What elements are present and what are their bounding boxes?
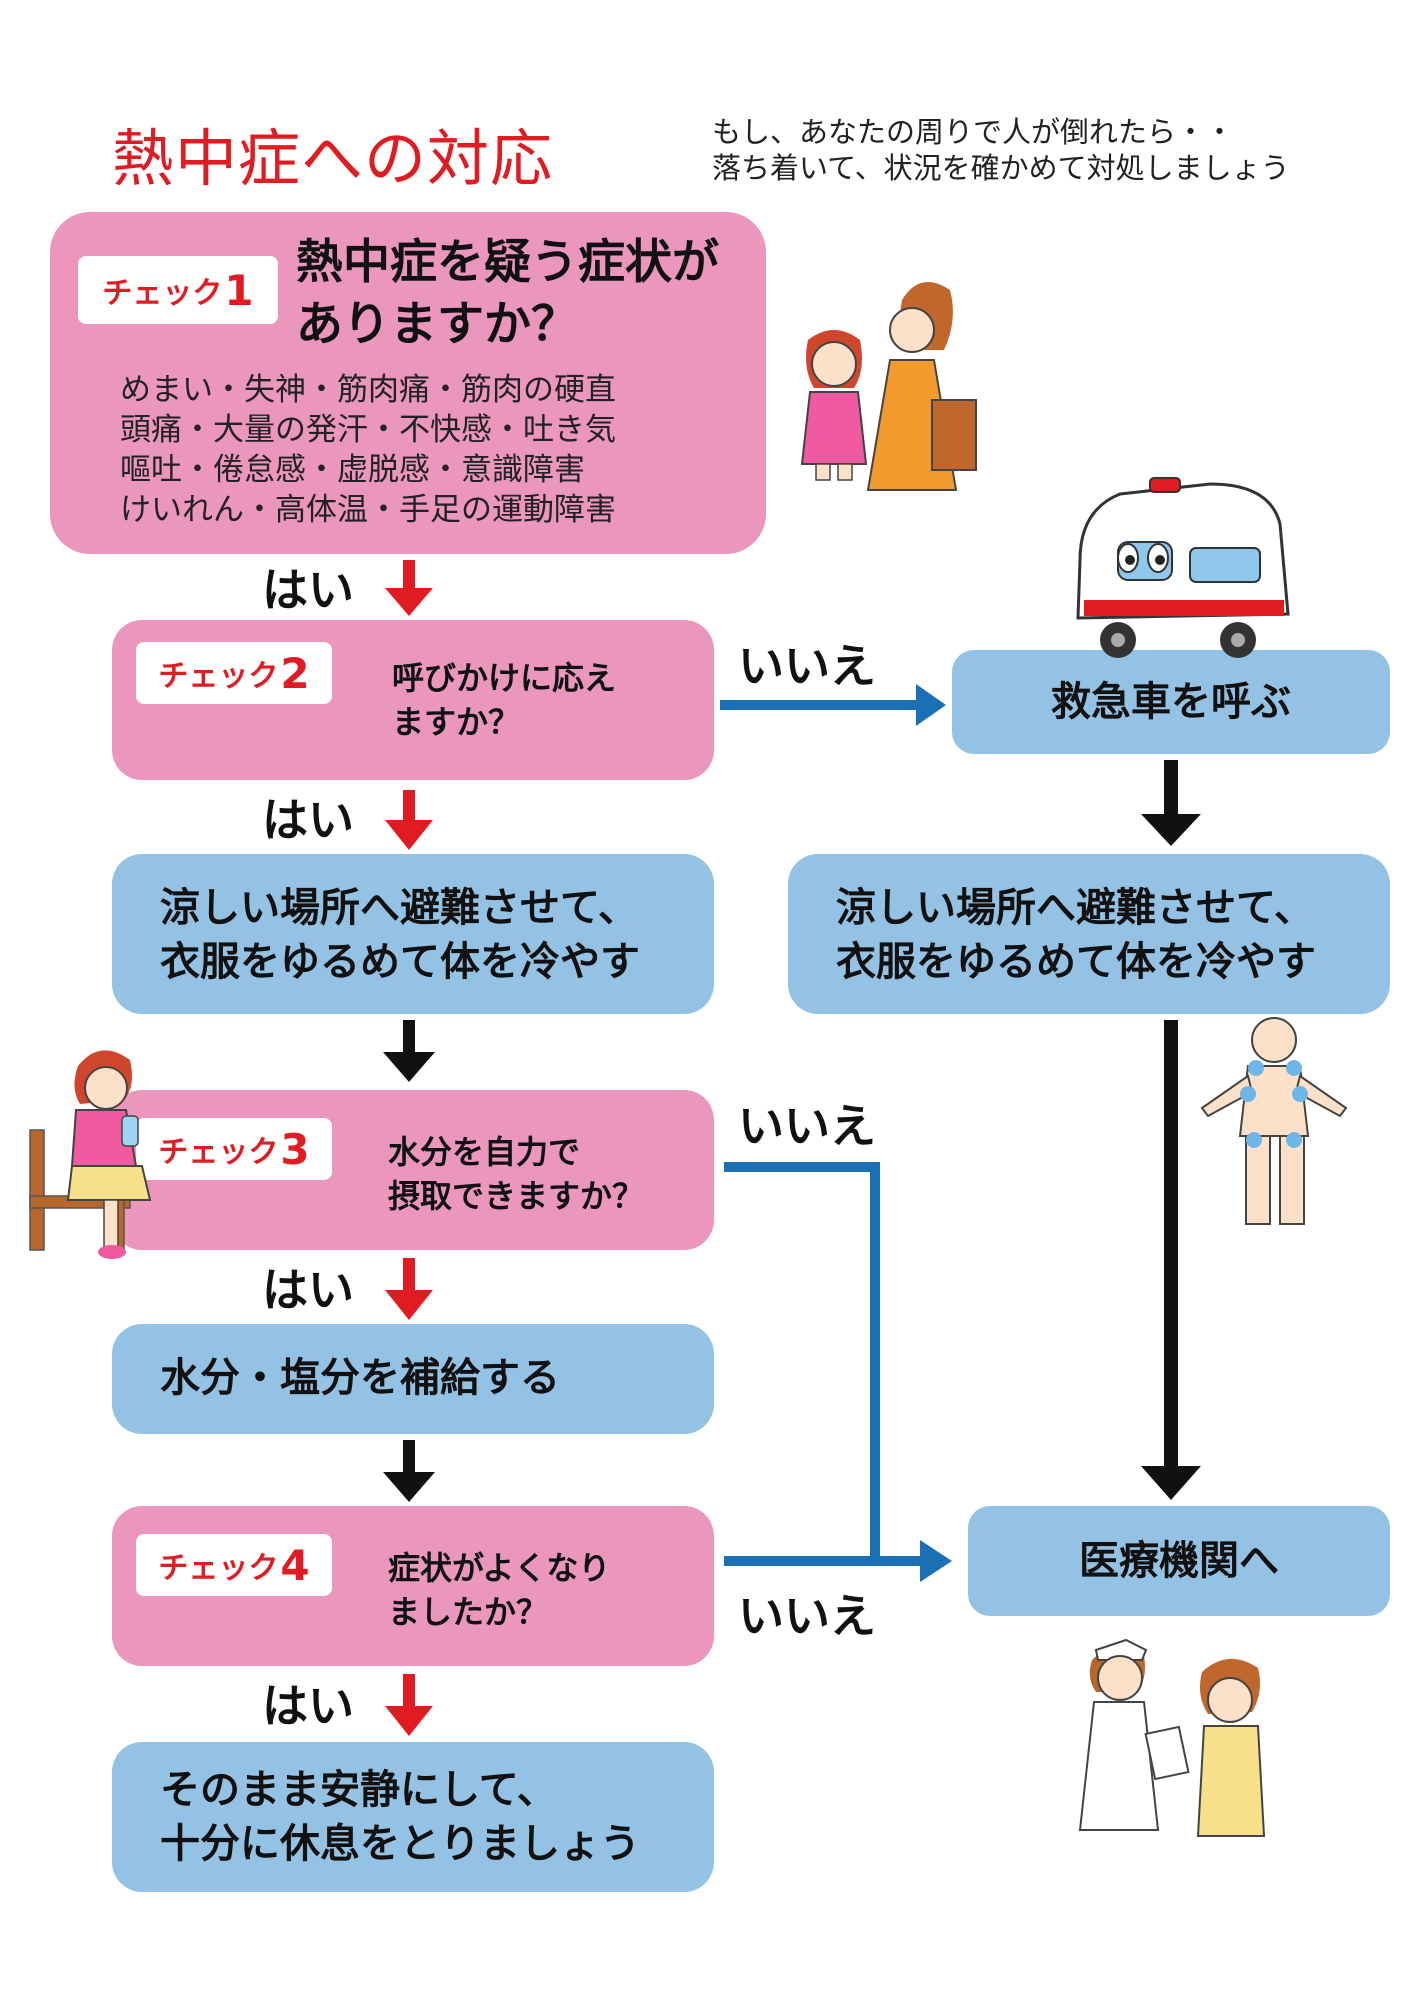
flow-arrow-down	[383, 1440, 435, 1502]
yes-arrow	[385, 790, 433, 850]
check4-question: 症状がよくなり ましたか？	[388, 1549, 611, 1631]
symptom-line: 頭痛・大量の発汗・不快感・吐き気	[120, 412, 616, 448]
cool-down-text: 涼しい場所へ避難させて、 衣服をゆるめて体を冷やす	[160, 885, 640, 985]
no-arrow-path	[724, 1162, 880, 1562]
page-title: 熱中症への対応	[112, 122, 554, 195]
flow-arrow-down	[383, 1020, 435, 1082]
hydrate-box: 水分・塩分を補給する	[112, 1324, 714, 1434]
no-arrow	[720, 684, 946, 726]
intro-line-1: もし、あなたの周りで人が倒れたら・・	[712, 115, 1235, 149]
hospital-text: 医療機関へ	[1079, 1538, 1279, 1584]
girl-drinking-icon	[29, 1050, 152, 1259]
rest-box: そのまま安静にして、 十分に休息をとりましょう	[112, 1742, 714, 1892]
ambulance-mascot-icon	[1076, 477, 1290, 658]
hydrate-text: 水分・塩分を補給する	[160, 1355, 560, 1401]
no-arrow	[724, 1540, 952, 1582]
symptom-line: けいれん・高体温・手足の運動障害	[120, 492, 616, 528]
symptom-line: 嘔吐・倦怠感・虚脱感・意識障害	[120, 452, 585, 488]
intro-line-2: 落ち着いて、状況を確かめて対処しましょう	[712, 151, 1290, 185]
flow-arrow-down	[1141, 760, 1201, 846]
no-label: いいえ	[738, 639, 876, 693]
no-label: いいえ	[738, 1099, 876, 1153]
yes-label: はい	[262, 563, 354, 617]
no-label: いいえ	[738, 1589, 876, 1643]
symptom-line: めまい・失神・筋肉痛・筋肉の硬直	[120, 372, 616, 408]
hospital-box: 医療機関へ	[968, 1506, 1390, 1616]
body-cooling-points-icon	[1200, 1017, 1348, 1225]
check1-question: 熱中症を疑う症状が ありますか？	[296, 235, 719, 352]
check3-question: 水分を自力で 摂取できますか？	[388, 1133, 645, 1215]
yes-arrow	[385, 1674, 433, 1736]
nurse-and-patient-icon	[1078, 1638, 1266, 1837]
ambulance-text: 救急車を呼ぶ	[1051, 679, 1291, 725]
rest-text: そのまま安静にして、 十分に休息をとりましょう	[160, 1767, 640, 1867]
yes-label: はい	[262, 1263, 354, 1317]
cool-down-box: 涼しい場所へ避難させて、 衣服をゆるめて体を冷やす	[112, 854, 714, 1014]
cool-down-right-text: 涼しい場所へ避難させて、 衣服をゆるめて体を冷やす	[836, 885, 1316, 985]
flow-arrow-down	[1141, 1020, 1201, 1500]
yes-arrow	[385, 560, 433, 616]
cool-down-right-box: 涼しい場所へ避難させて、 衣服をゆるめて体を冷やす	[788, 854, 1390, 1014]
check2-question: 呼びかけに応え ますか？	[392, 659, 617, 741]
yes-label: はい	[262, 1679, 354, 1733]
ambulance-box: 救急車を呼ぶ	[952, 650, 1390, 754]
intro-text: もし、あなたの周りで人が倒れたら・・ 落ち着いて、状況を確かめて対処しましょう	[712, 114, 1290, 186]
girl-and-mother-icon	[800, 282, 977, 491]
yes-label: はい	[262, 793, 354, 847]
symptom-list: めまい・失神・筋肉痛・筋肉の硬直 頭痛・大量の発汗・不快感・吐き気 嘔吐・倦怠感…	[120, 370, 616, 530]
yes-arrow	[385, 1258, 433, 1320]
